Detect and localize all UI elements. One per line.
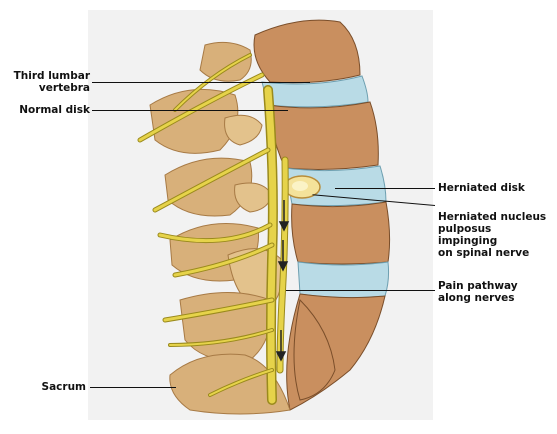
leader-herniated-disk (335, 188, 435, 189)
pain-pathway-arrows (275, 200, 290, 362)
nucleus-core (292, 181, 308, 191)
leader-third-lumbar (92, 82, 310, 83)
third-lumbar-vertebra (253, 19, 361, 84)
label-herniated-nucleus: Herniated nucleus pulposus impinging on … (438, 211, 547, 259)
spinal-cord (264, 86, 277, 404)
label-third-lumbar-vertebra: Third lumbar vertebra (13, 70, 90, 94)
nerves (137, 53, 289, 405)
normal-disk (261, 75, 369, 108)
vertebra-l5 (291, 201, 391, 265)
label-herniated-disk: Herniated disk (438, 182, 525, 194)
label-normal-disk: Normal disk (19, 104, 90, 116)
posterior-elements (149, 41, 336, 415)
label-pain-pathway: Pain pathway along nerves (438, 280, 518, 304)
label-sacrum: Sacrum (41, 381, 86, 393)
leader-sacrum (90, 387, 176, 388)
leader-normal-disk (92, 110, 288, 111)
lower-disk (297, 261, 390, 299)
leader-pain-pathway (286, 290, 435, 291)
vertebra-l4 (267, 101, 379, 170)
